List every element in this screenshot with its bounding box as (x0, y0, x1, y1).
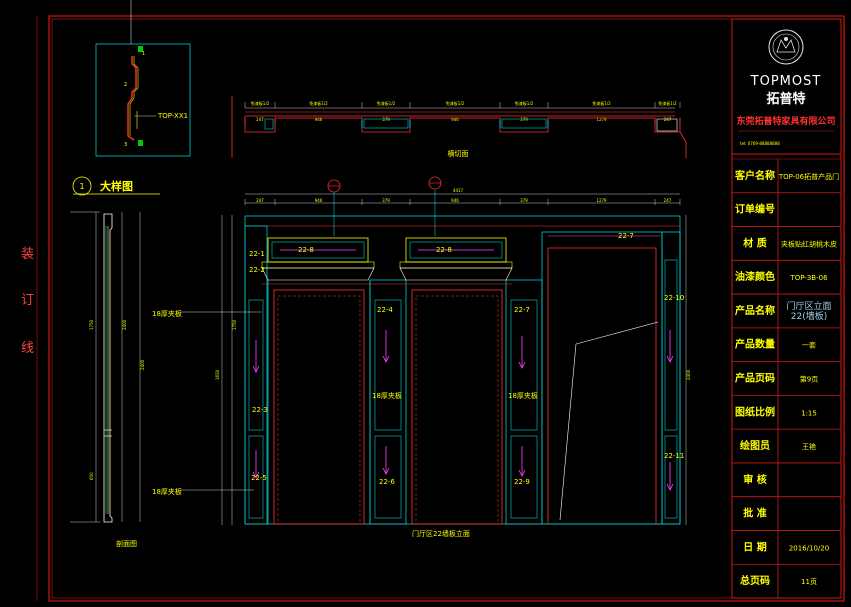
elev-height-upper: 1750 (232, 319, 237, 330)
elevation-caption: 门厅区22墙板立面 (412, 529, 470, 538)
binding-char-1: 装 (21, 247, 34, 262)
binding-char-2: 订 (21, 293, 34, 308)
tb-value-5: 一套 (802, 341, 816, 350)
plan-bottom-dims-1: 946 (315, 117, 323, 122)
plan-top-dims-4: 免漆板1/2 (515, 100, 534, 106)
transom-label-2: 22-8 (436, 246, 452, 254)
tb-label-1: 订单编号 (735, 203, 775, 216)
elev-height-right: 2400 (686, 369, 691, 380)
side-height-total: 2400 (140, 359, 145, 370)
tb-label-5: 产品数量 (735, 338, 775, 351)
detail-tag: TOP-XX1 (157, 112, 188, 120)
elev-top-dims-2: 379 (382, 198, 390, 203)
elevation-drawing: 4417 247 946 379 946 379 1279 247 1650 1750 24… (152, 176, 691, 538)
overall-width: 4417 (453, 188, 464, 193)
company-name: 东莞拓普特家具有限公司 (736, 115, 835, 127)
side-section-caption: 剖面图 (116, 539, 137, 548)
plan-view: 免漆板1/2 免漆板1/2 免漆板1/2 免漆板1/2 免漆板1/2 免漆板1/2 免漆板1… (231, 96, 687, 158)
side-height-lower: 650 (89, 472, 94, 480)
plan-top-dims-1: 免漆板1/2 (309, 100, 328, 106)
elev-top-dims-6: 247 (664, 198, 672, 203)
tb-value-4-1: 22(墙板) (791, 310, 827, 322)
note-label-1: 18厚夹板 (152, 309, 182, 318)
right-label-b: 22-11 (664, 452, 684, 460)
plan-top-dims-0: 免漆板1/2 (251, 100, 270, 106)
tb-value-0: TOP-06拓普产品门 (778, 172, 839, 181)
tb-value-8: 王艳 (802, 442, 816, 451)
detail-label-3: 3 (124, 142, 127, 148)
tb-label-12: 总页码 (740, 574, 770, 587)
plan-bottom-dims-5: 1279 (596, 117, 607, 122)
plan-bottom-dims-6: 247 (664, 117, 672, 122)
elev-top-dims-3: 946 (451, 198, 459, 203)
panel-label-4: 22-4 (377, 306, 393, 314)
plan-top-dims-3: 免漆板1/2 (446, 100, 465, 106)
side-height-upper: 1750 (89, 319, 94, 330)
logo-chinese: 拓普特 (766, 91, 805, 107)
elevation-heading: 1 大样图 (72, 176, 160, 196)
top-right-label: 22-7 (618, 232, 634, 240)
panel-label-9: 22-9 (514, 478, 530, 486)
panel-label-2: 22-2 (249, 266, 265, 274)
plan-bottom-dims-3: 946 (451, 117, 459, 122)
elev-top-dims-5: 1279 (596, 198, 607, 203)
note-label-4: 18厚夹板 (508, 391, 538, 400)
detail-label-2: 2 (124, 82, 127, 88)
elevation-title: 大样图 (100, 179, 133, 193)
plan-top-dims-6: 免漆板1/2 (658, 100, 677, 106)
tb-label-11: 日 期 (743, 540, 766, 553)
note-label-2: 18厚夹板 (152, 487, 182, 496)
elev-top-dims-4: 379 (520, 198, 528, 203)
tb-value-6: 第9页 (800, 375, 818, 384)
tb-value-2: 夹板贴红胡桃木皮 (781, 239, 837, 248)
note-label-3: 18厚夹板 (372, 391, 402, 400)
binding-margin: 装 订 线 (21, 16, 38, 601)
plan-top-dims-5: 免漆板1/2 (592, 100, 611, 106)
tb-value-7: 1:15 (801, 409, 817, 417)
detail-label-1: 1 (142, 51, 145, 57)
tb-label-8: 绘图员 (740, 439, 770, 452)
right-label-a: 22-10 (664, 294, 684, 302)
plan-bottom-dims-2: 379 (382, 117, 390, 122)
tb-label-3: 油漆颜色 (735, 270, 775, 283)
tb-label-4: 产品名称 (735, 304, 775, 317)
elevation-top-dims: 247 946 379 946 379 1279 247 (244, 198, 681, 205)
plan-bottom-dims-4: 379 (520, 117, 528, 122)
side-height-a: 2400 (122, 319, 127, 330)
elev-top-dims-1: 946 (315, 198, 323, 203)
logo-text: TOPMOST (750, 74, 822, 89)
plan-top-dims: 免漆板1/2 免漆板1/2 免漆板1/2 免漆板1/2 免漆板1/2 免漆板1/2 免漆板1… (244, 100, 681, 108)
panel-label-1: 22-1 (249, 250, 265, 258)
tb-label-7: 图纸比例 (735, 405, 775, 418)
tb-value-11: 2016/10/20 (789, 544, 829, 552)
transom-label-1: 22-8 (298, 246, 314, 254)
title-block: TOPMOST 拓普特 东莞拓普特家具有限公司 tel: 0769-888888… (731, 18, 842, 599)
section-number: 1 (79, 182, 84, 191)
tb-value-3: TOP-3B-06 (789, 274, 828, 282)
detail-box: TOP-XX1 1 2 3 (95, 0, 191, 157)
tb-value-12: 11页 (801, 578, 817, 586)
plan-top-dims-2: 免漆板1/2 (377, 100, 396, 106)
panel-label-7: 22-7 (514, 306, 530, 314)
elev-top-dims-0: 247 (256, 198, 264, 203)
panel-label-5: 22-5 (251, 474, 267, 482)
tb-label-10: 批 准 (743, 507, 766, 520)
panel-label-6: 22-6 (379, 478, 395, 486)
plan-bottom-dims-0: 247 (256, 117, 264, 122)
company-contact: tel: 0769-88888888 (740, 141, 780, 146)
sheet-border (48, 15, 845, 602)
tb-label-6: 产品页码 (735, 372, 775, 385)
side-section: 1750 650 2400 2400 剖面图 (70, 211, 145, 548)
tb-label-2: 材 质 (743, 236, 766, 249)
tb-label-0: 客户名称 (734, 169, 775, 182)
binding-char-3: 线 (21, 341, 34, 356)
plan-view-title: 横切面 (448, 149, 469, 158)
company-logo: TOPMOST 拓普特 (750, 29, 822, 107)
panel-label-3: 22-3 (252, 406, 268, 414)
tb-value-4: 门厅区立面 (786, 300, 831, 312)
tb-label-9: 审 核 (743, 473, 766, 486)
elev-height-left: 1650 (215, 369, 220, 380)
